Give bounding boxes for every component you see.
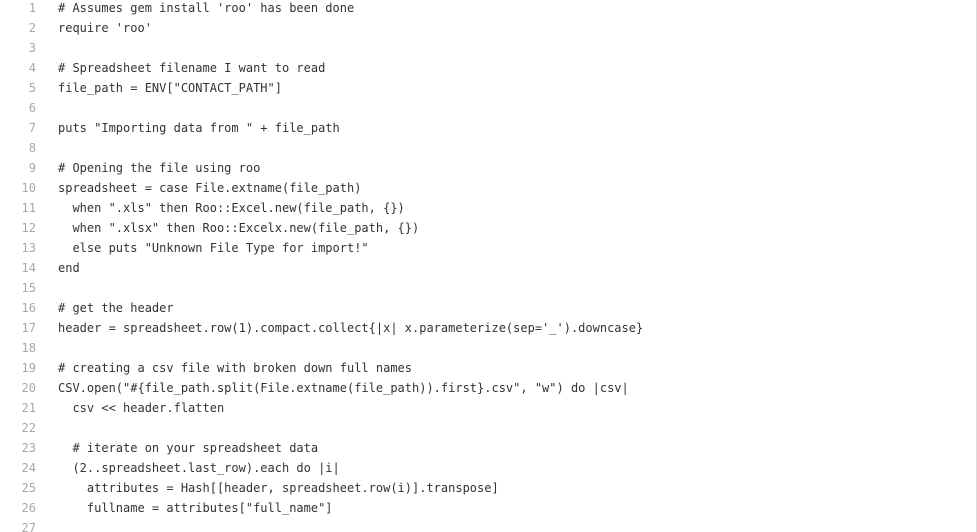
code-line: 2 require 'roo': [0, 18, 643, 38]
code-line: 27: [0, 518, 643, 532]
code-line: 13 else puts "Unknown File Type for impo…: [0, 238, 643, 258]
code-line: 19 # creating a csv file with broken down…: [0, 358, 643, 378]
line-number[interactable]: 15: [21, 281, 36, 295]
code-line: 8: [0, 138, 643, 158]
code-line: 5 file_path = ENV["CONTACT_PATH"]: [0, 78, 643, 98]
code-text: else puts "Unknown File Type for import!…: [58, 241, 369, 255]
line-number[interactable]: 1: [28, 1, 36, 15]
code-text: # get the header: [58, 301, 174, 315]
code-line: 16 # get the header: [0, 298, 643, 318]
code-line: 26 fullname = attributes["full_name"]: [0, 498, 643, 518]
code-line: 25 attributes = Hash[[header, spreadshee…: [0, 478, 643, 498]
code-text: puts "Importing data from " + file_path: [58, 121, 340, 135]
code-text: csv << header.flatten: [58, 401, 225, 415]
code-line: 7 puts "Importing data from " + file_path: [0, 118, 643, 138]
code-line: 18: [0, 338, 643, 358]
code-text: [45, 338, 643, 358]
line-number[interactable]: 20: [21, 381, 36, 395]
line-number[interactable]: 4: [28, 61, 36, 75]
line-number[interactable]: 25: [21, 481, 36, 495]
code-text: end: [58, 261, 80, 275]
line-number[interactable]: 18: [21, 341, 36, 355]
code-line: 14 end: [0, 258, 643, 278]
line-number[interactable]: 3: [28, 41, 36, 55]
line-number[interactable]: 9: [28, 161, 36, 175]
code-text: header = spreadsheet.row(1).compact.coll…: [58, 321, 644, 335]
code-text: # iterate on your spreadsheet data: [58, 441, 319, 455]
code-text: CSV.open("#{file_path.split(File.extname…: [58, 381, 629, 395]
code-text: fullname = attributes["full_name"]: [58, 501, 333, 515]
line-number[interactable]: 24: [21, 461, 36, 475]
code-text: when ".xls" then Roo::Excel.new(file_pat…: [58, 201, 405, 215]
code-text: # creating a csv file with broken down f…: [58, 361, 413, 375]
code-text: [45, 138, 643, 158]
line-number[interactable]: 13: [21, 241, 36, 255]
line-number[interactable]: 21: [21, 401, 36, 415]
line-number[interactable]: 16: [21, 301, 36, 315]
code-line: 17 header = spreadsheet.row(1).compact.co…: [0, 318, 644, 338]
code-text: [45, 38, 643, 58]
code-text: # Spreadsheet filename I want to read: [58, 61, 326, 75]
code-text: attributes = Hash[[header, spreadsheet.r…: [58, 481, 499, 495]
code-line: 23 # iterate on your spreadsheet data: [0, 438, 643, 458]
line-number[interactable]: 7: [28, 121, 36, 135]
line-number[interactable]: 8: [28, 141, 36, 155]
code-text: [45, 418, 643, 438]
code-text: require 'roo': [58, 21, 152, 35]
line-number[interactable]: 10: [21, 181, 36, 195]
code-line: 12 when ".xlsx" then Roo::Excelx.new(fil…: [0, 218, 643, 238]
line-number[interactable]: 14: [21, 261, 36, 275]
code-text: [45, 98, 643, 118]
code-text: [45, 278, 643, 298]
code-line: 10 spreadsheet = case File.extname(file_p…: [0, 178, 643, 198]
code-line: 6: [0, 98, 643, 118]
code-text: [45, 518, 643, 532]
line-number[interactable]: 27: [21, 521, 36, 532]
code-text: when ".xlsx" then Roo::Excelx.new(file_p…: [58, 221, 420, 235]
code-line: 3: [0, 38, 643, 58]
code-line: 9 # Opening the file using roo: [0, 158, 643, 178]
line-number[interactable]: 22: [21, 421, 36, 435]
line-number[interactable]: 26: [21, 501, 36, 515]
code-text: (2..spreadsheet.last_row).each do |i|: [58, 461, 340, 475]
line-number[interactable]: 11: [21, 201, 36, 215]
line-number[interactable]: 17: [21, 321, 36, 335]
code-body: 1 # Assumes gem install 'roo' has been do…: [0, 0, 644, 532]
code-text: # Assumes gem install 'roo' has been don…: [58, 1, 355, 15]
line-number[interactable]: 5: [28, 81, 36, 95]
code-text: file_path = ENV["CONTACT_PATH"]: [58, 81, 282, 95]
code-text: spreadsheet = case File.extname(file_pat…: [58, 181, 362, 195]
code-line: 1 # Assumes gem install 'roo' has been do…: [0, 0, 643, 18]
code-text: # Opening the file using roo: [58, 161, 261, 175]
code-line: 15: [0, 278, 643, 298]
code-line: 21 csv << header.flatten: [0, 398, 643, 418]
line-number[interactable]: 19: [21, 361, 36, 375]
line-number[interactable]: 23: [21, 441, 36, 455]
line-number[interactable]: 12: [21, 221, 36, 235]
line-number[interactable]: 2: [28, 21, 36, 35]
code-line: 20 CSV.open("#{file_path.split(File.extna…: [0, 378, 643, 398]
code-line: 4 # Spreadsheet filename I want to read: [0, 58, 643, 78]
code-line: 22: [0, 418, 643, 438]
line-number[interactable]: 6: [28, 101, 36, 115]
code-table: 1 # Assumes gem install 'roo' has been do…: [0, 0, 644, 532]
code-line: 24 (2..spreadsheet.last_row).each do |i|: [0, 458, 643, 478]
code-line: 11 when ".xls" then Roo::Excel.new(file_…: [0, 198, 643, 218]
